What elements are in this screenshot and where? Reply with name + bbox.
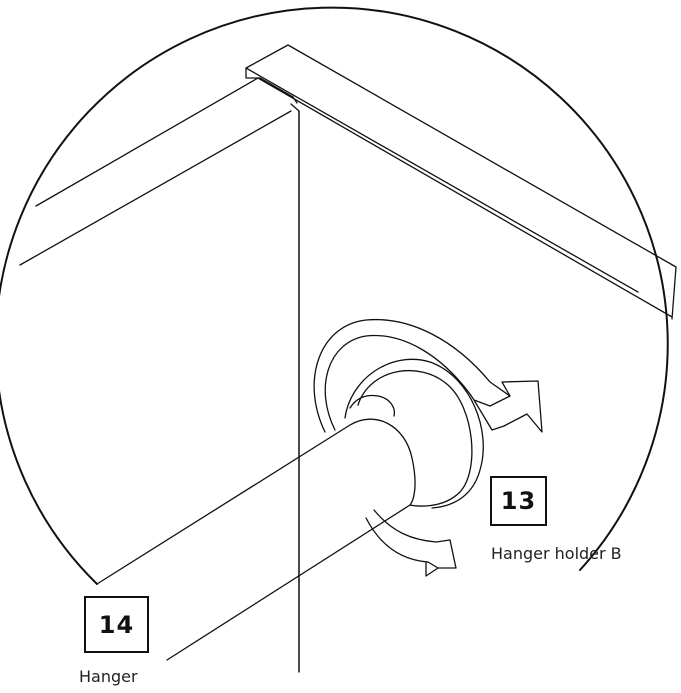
left-panel [19, 77, 300, 673]
hanger-holder-b [344, 358, 484, 509]
top-rail [245, 44, 677, 320]
rotate-arrow-icon [365, 509, 457, 577]
hanger-rod [96, 418, 416, 661]
part-number-14-box: 14 [84, 596, 149, 653]
part-name-hanger: Hanger [79, 667, 138, 686]
part-name-hanger-holder-b: Hanger holder B [491, 544, 622, 563]
rotate-arrow-icon [313, 318, 543, 433]
detail-circle [0, 6, 669, 585]
part-number-13-box: 13 [490, 476, 547, 526]
